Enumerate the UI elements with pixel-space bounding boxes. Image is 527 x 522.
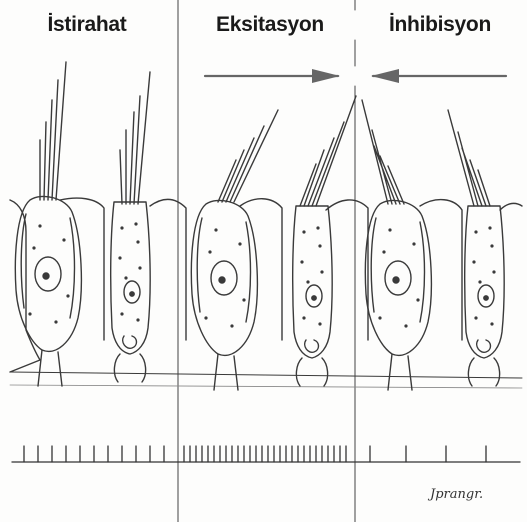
excitation-arrow-icon (205, 69, 340, 83)
excitation-type2-hair-cell (293, 206, 332, 386)
inhibition-type1-hair-cell (365, 200, 431, 390)
deflection-arrows (205, 69, 506, 83)
excitation-stereocilia (218, 96, 356, 206)
rest-stereocilia (40, 62, 150, 204)
inhibition-stereocilia (362, 100, 490, 206)
nerve-spike-trains (12, 446, 520, 462)
inhibition-type2-hair-cell (465, 206, 504, 386)
inhibition-spike-train (370, 446, 486, 462)
rest-type2-hair-cell (111, 202, 150, 382)
rest-spike-train (24, 446, 164, 462)
artist-signature: Jprangr. (430, 482, 510, 508)
inhibition-arrow-icon (371, 69, 506, 83)
epithelial-surface (10, 198, 522, 388)
excitation-type1-hair-cell (191, 200, 257, 390)
excitation-spike-train (184, 446, 346, 462)
